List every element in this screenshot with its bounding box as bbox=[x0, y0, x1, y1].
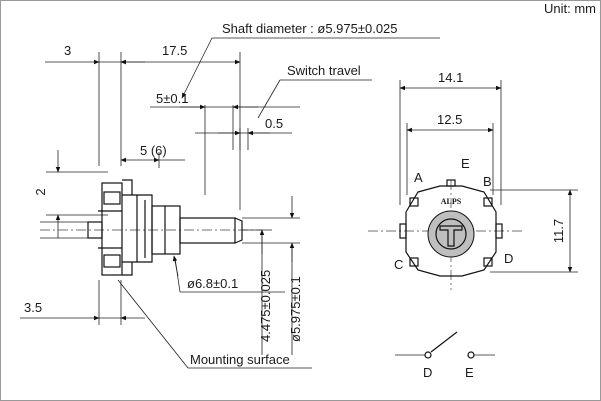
terminal-E-label: E bbox=[461, 156, 470, 171]
dim-4-475: 4.475±0.025 bbox=[258, 270, 273, 342]
terminal-D-label: D bbox=[504, 251, 513, 266]
dim-11-7: 11.7 bbox=[551, 219, 566, 243]
dim-0-5: 0.5 bbox=[265, 116, 283, 131]
dim-shaft-diameter: Shaft diameter : ø5.975±0.025 bbox=[222, 21, 398, 36]
dim-6-8: ø6.8±0.1 bbox=[187, 276, 238, 291]
unit-label: Unit: mm bbox=[544, 1, 596, 16]
terminal-B-label: B bbox=[483, 174, 492, 189]
brand-mark: ALPS bbox=[441, 197, 462, 206]
switch-schematic: D E bbox=[395, 331, 495, 380]
switch-lever bbox=[430, 331, 458, 353]
label-switch-travel: Switch travel bbox=[287, 63, 361, 78]
switch-pin-E: E bbox=[465, 365, 474, 380]
dim-5-6: 5 (6) bbox=[140, 143, 167, 158]
dim-14-1: 14.1 bbox=[438, 70, 463, 85]
dim-5-tol: 5±0.1 bbox=[156, 91, 188, 106]
dim-3-5: 3.5 bbox=[24, 300, 42, 315]
dim-17-5: 17.5 bbox=[162, 43, 187, 58]
front-view: 14.1 12.5 11.7 ALPS A B C D bbox=[368, 70, 578, 290]
bushing-ring bbox=[427, 210, 475, 258]
dim-5-975: ø5.975±0.1 bbox=[288, 276, 303, 342]
terminal-A-label: A bbox=[414, 170, 423, 185]
label-mounting-surface: Mounting surface bbox=[190, 352, 290, 367]
dim-2: 2 bbox=[33, 188, 48, 195]
front-housing bbox=[405, 185, 497, 277]
dim-3: 3 bbox=[64, 43, 71, 58]
shaft-face bbox=[435, 218, 467, 250]
dim-12-5: 12.5 bbox=[437, 112, 462, 127]
switch-pin-D: D bbox=[423, 365, 432, 380]
side-view: 3 17.5 Shaft diameter : ø5.975±0.025 5±0… bbox=[20, 21, 440, 369]
terminal-C-label: C bbox=[394, 257, 403, 272]
